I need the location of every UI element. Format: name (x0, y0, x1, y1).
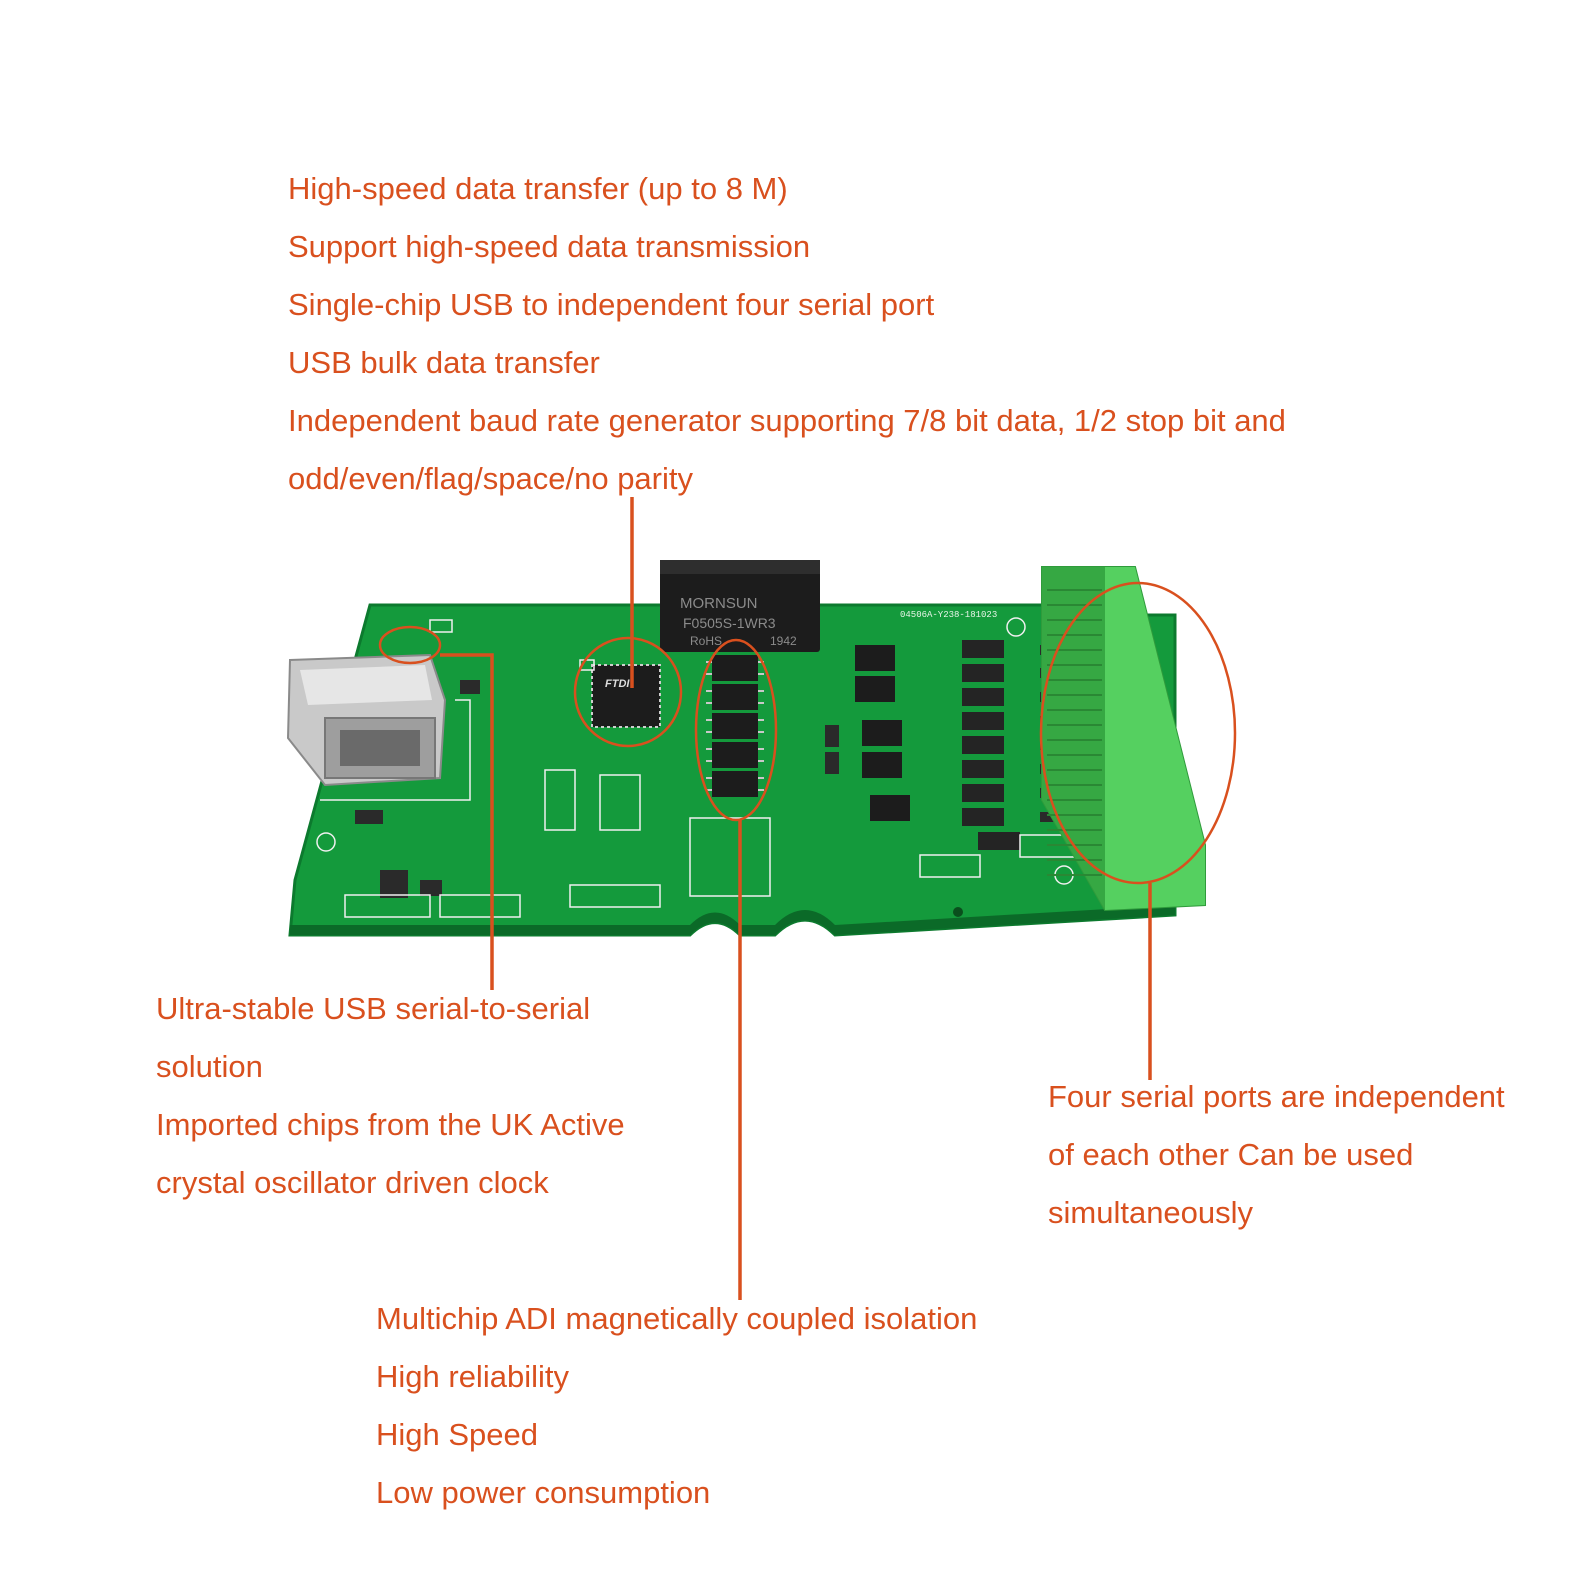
annotation-line: odd/even/flag/space/no parity (288, 461, 693, 496)
annotation-line: Ultra-stable USB serial-to-serial (156, 991, 591, 1026)
annotation-line: Multichip ADI magnetically coupled isola… (376, 1301, 978, 1336)
ftdi-usb-uart-chip: FTDI (591, 664, 661, 728)
isolator-chip-column (712, 655, 758, 797)
module-rohs-text: RoHS (690, 634, 722, 648)
annotation-line: Independent baud rate generator supporti… (288, 403, 1286, 438)
annotation-line: of each other Can be used (1048, 1137, 1414, 1172)
annotation-line: Low power consumption (376, 1475, 711, 1510)
annotation-line: Four serial ports are independent (1048, 1079, 1505, 1114)
annotation-left: Ultra-stable USB serial-to-serial soluti… (156, 980, 625, 1212)
annotation-line: simultaneously (1048, 1195, 1254, 1230)
mounting-hole (953, 907, 963, 917)
annotation-top: High-speed data transfer (up to 8 M) Sup… (288, 160, 1286, 508)
usb-outline (320, 699, 471, 801)
annotation-line: crystal oscillator driven clock (156, 1165, 549, 1200)
annotation-line: High reliability (376, 1359, 569, 1394)
highlight-isolator-circle (694, 638, 778, 822)
annotation-line: solution (156, 1049, 263, 1084)
leader-left (440, 653, 494, 990)
highlight-crystal-circle (378, 625, 442, 665)
annotation-line: USB bulk data transfer (288, 345, 600, 380)
protection-diodes (962, 640, 1020, 850)
silkscreen-pads (316, 617, 1081, 918)
annotation-bottom: Multichip ADI magnetically coupled isola… (376, 1290, 977, 1522)
chip-brand-text: FTDI (605, 678, 630, 690)
highlight-terminal-circle (1039, 581, 1237, 885)
annotation-line: High Speed (376, 1417, 539, 1452)
highlight-ftdi-circle (573, 636, 683, 748)
annotation-line: Single-chip USB to independent four seri… (288, 287, 935, 322)
annotation-line: High-speed data transfer (up to 8 M) (288, 171, 788, 206)
annotation-right: Four serial ports are independent of eac… (1048, 1068, 1505, 1242)
terminal-block (1041, 566, 1206, 912)
annotation-line: Imported chips from the UK Active (156, 1107, 625, 1142)
isolated-dcdc-module: MORNSUN F0505S-1WR3 RoHS 1942 (660, 560, 820, 652)
module-brand-text: MORNSUN (680, 595, 758, 612)
pcb-code-text: 04506A-Y238-181023 (900, 610, 997, 620)
module-model-text: F0505S-1WR3 (683, 615, 776, 631)
usb-b-connector (286, 653, 447, 787)
module-code-text: 1942 (770, 634, 797, 648)
terminal-ribs (1047, 589, 1102, 876)
annotation-line: Support high-speed data transmission (288, 229, 811, 264)
transceiver-chips (855, 645, 910, 821)
pcb-edge-shadow (290, 905, 1175, 935)
